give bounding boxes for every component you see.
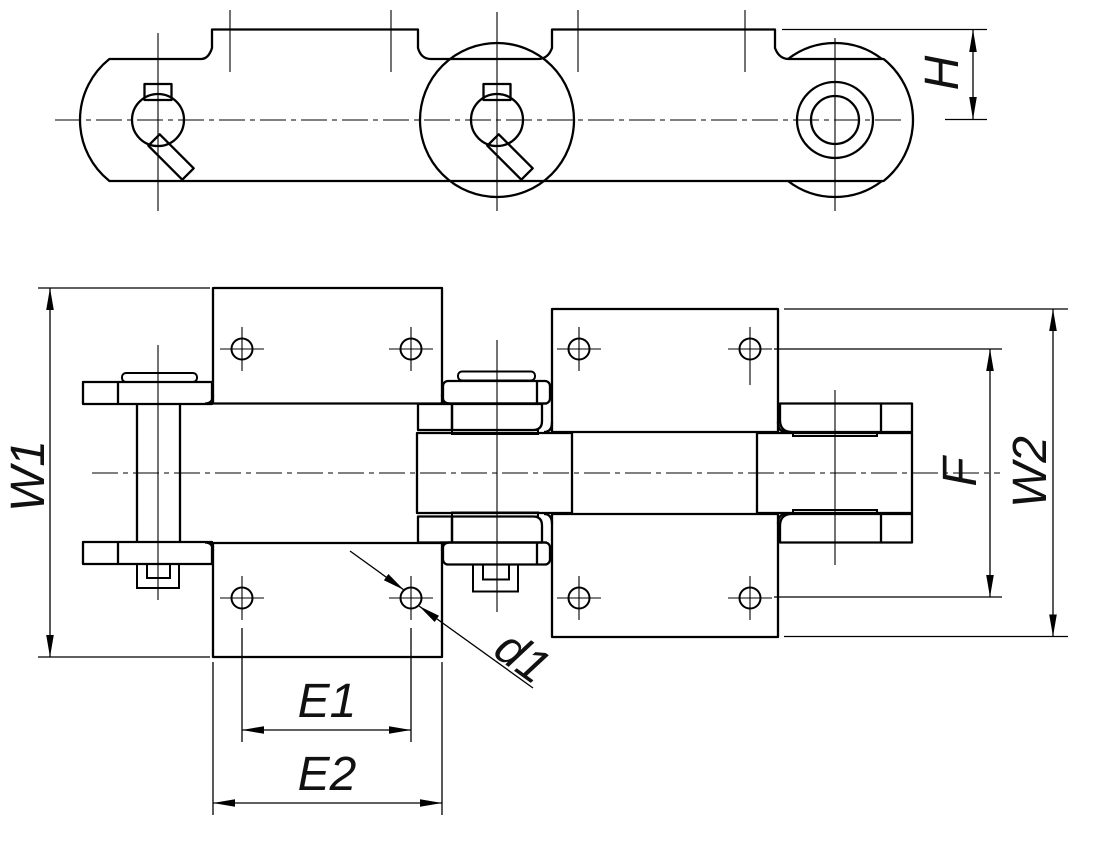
plate-outline bbox=[211, 541, 444, 659]
dim-label-w2: W2 bbox=[1004, 436, 1057, 508]
arrowhead bbox=[419, 606, 439, 622]
corner-fillet bbox=[543, 512, 554, 525]
dim-label-w1: W1 bbox=[2, 440, 55, 512]
attachment-plate-outer-top bbox=[204, 286, 451, 405]
arrowhead-down bbox=[1049, 614, 1057, 637]
cotter-head-inner bbox=[482, 563, 510, 581]
arrowhead-down bbox=[46, 635, 54, 657]
arrowhead-down bbox=[969, 97, 977, 120]
cotter-head-outer bbox=[472, 563, 519, 593]
inner-plate-end-top bbox=[416, 402, 454, 432]
pin-flange-top bbox=[81, 380, 214, 406]
arrowhead-up bbox=[986, 349, 994, 371]
dim-label-h: H bbox=[916, 55, 969, 90]
plate-outline bbox=[211, 286, 444, 405]
pin-with-cotter-left bbox=[130, 82, 195, 181]
pin-flange-bottom bbox=[81, 540, 214, 566]
bushing-end-bottom bbox=[450, 515, 544, 544]
arrowhead-right bbox=[389, 726, 411, 734]
attachment-plate-inner-bottom bbox=[543, 512, 787, 639]
dimension-e1: E1 bbox=[241, 628, 412, 742]
plate-outline bbox=[550, 512, 780, 639]
cotter-pin bbox=[147, 133, 195, 181]
dim-label-e2: E2 bbox=[298, 748, 357, 801]
dimension-h: H bbox=[782, 28, 987, 121]
inner-plate-end-bottom bbox=[416, 515, 454, 544]
dimension-w2: W2 bbox=[784, 308, 1068, 638]
cotter-pin bbox=[486, 133, 534, 181]
leader-line bbox=[418, 605, 534, 689]
arrowhead-up bbox=[1049, 309, 1057, 331]
dimension-d1: d1 bbox=[349, 550, 559, 695]
corner-fillet bbox=[543, 421, 554, 434]
inner-plate-bottom bbox=[778, 512, 914, 544]
attachment-plate-inner-top bbox=[543, 307, 787, 434]
dim-label-e1: E1 bbox=[298, 675, 357, 728]
dim-label-f: F bbox=[934, 455, 987, 487]
arrowhead bbox=[383, 574, 404, 590]
pin-assembly-middle bbox=[415, 340, 574, 612]
corner-fillet bbox=[204, 541, 215, 552]
corner-fillet bbox=[204, 394, 215, 405]
pin-assembly-right bbox=[755, 390, 914, 565]
dimension-w1: W1 bbox=[2, 287, 210, 658]
inner-plate-top bbox=[778, 402, 914, 434]
arrowhead-left bbox=[242, 726, 264, 734]
plan-view: W1 W2 F E1 bbox=[2, 286, 1068, 815]
dimension-e2: E2 bbox=[212, 662, 443, 815]
arrowhead-down bbox=[986, 575, 994, 597]
dim-label-d1: d1 bbox=[485, 620, 559, 694]
arrowhead-up bbox=[969, 29, 977, 52]
pin-clip-cap bbox=[121, 372, 198, 383]
plate-outline bbox=[550, 307, 780, 434]
arrowhead-right bbox=[420, 799, 442, 807]
side-view: H bbox=[55, 10, 987, 211]
pin-with-cotter-middle bbox=[469, 82, 534, 181]
arrowhead-left bbox=[213, 799, 235, 807]
dimension-f: F bbox=[774, 348, 1002, 598]
arrowhead-up bbox=[46, 288, 54, 310]
